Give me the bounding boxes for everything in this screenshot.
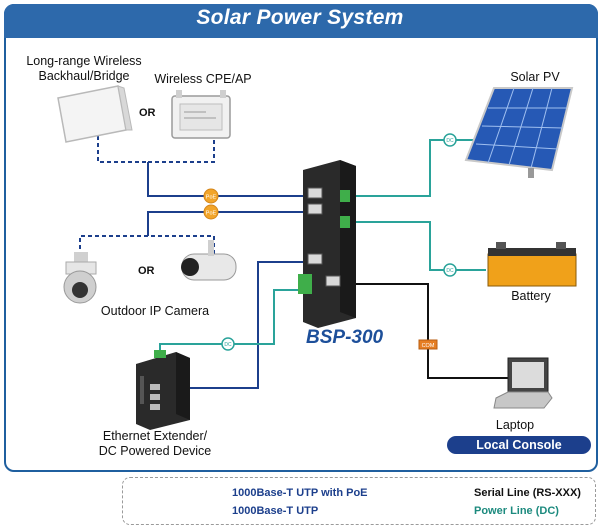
label-backhaul: Long-range Wireless Backhaul/Bridge — [26, 54, 142, 83]
dc-badge-solar: DC — [443, 133, 457, 147]
dc-line-solar — [350, 139, 490, 197]
dc-badge-text: DC — [224, 342, 232, 348]
label-solar-pv: Solar PV — [510, 70, 560, 84]
dc-badge-text: DC — [446, 268, 454, 274]
dc-line-battery — [350, 221, 486, 271]
legend-utp-label: 1000Base-T UTP — [232, 505, 319, 517]
dc-badge-extender: DC — [221, 337, 235, 351]
wireless-cpe-icon — [171, 90, 231, 139]
laptop-icon — [493, 357, 553, 409]
legend-box — [122, 477, 596, 525]
utp-line-extender — [190, 261, 313, 389]
ptz-camera-icon — [63, 252, 97, 304]
wireless-dashed-links — [97, 136, 215, 163]
poe-badge-text: PoE — [206, 195, 217, 201]
bsp-300-device-icon — [298, 160, 356, 328]
serial-line-laptop — [340, 283, 510, 379]
label-outdoor-ip-camera: Outdoor IP Camera — [100, 304, 210, 318]
poe-badge-text: PoE — [206, 211, 217, 217]
backhaul-antenna-icon — [57, 85, 133, 143]
poe-badge-2: PoE — [203, 204, 219, 220]
solar-panel-icon — [464, 87, 574, 178]
dc-line-extender — [159, 289, 308, 358]
label-laptop: Laptop — [495, 418, 535, 432]
dc-badge-text: DC — [446, 138, 454, 144]
label-ethernet-extender: Ethernet Extender/ DC Powered Device — [98, 429, 212, 458]
com-badge-text: COM — [422, 343, 435, 349]
dc-badge-battery: DC — [443, 263, 457, 277]
legend-poe-label: 1000Base-T UTP with PoE — [232, 487, 368, 499]
poe-badge-1: PoE — [203, 188, 219, 204]
poe-line-wireless — [147, 162, 322, 197]
battery-icon — [487, 242, 577, 287]
label-wireless-cpe: Wireless CPE/AP — [154, 72, 252, 86]
or-label-wireless: OR — [139, 107, 156, 119]
legend-serial-label: Serial Line (RS-XXX) — [474, 487, 581, 499]
bullet-camera-icon — [181, 240, 237, 281]
ethernet-extender-icon — [136, 350, 190, 430]
poe-line-camera — [147, 211, 322, 236]
diagram-title: Solar Power System — [196, 6, 404, 29]
title-bar — [4, 4, 598, 38]
product-name: BSP-300 — [306, 327, 384, 348]
com-badge: COM — [418, 339, 438, 350]
label-battery: Battery — [511, 289, 551, 303]
camera-dashed-links — [79, 235, 215, 256]
legend-power-label: Power Line (DC) — [474, 505, 559, 517]
or-label-camera: OR — [138, 265, 155, 277]
diagram-frame — [4, 4, 598, 472]
local-console-badge: Local Console — [447, 436, 591, 454]
